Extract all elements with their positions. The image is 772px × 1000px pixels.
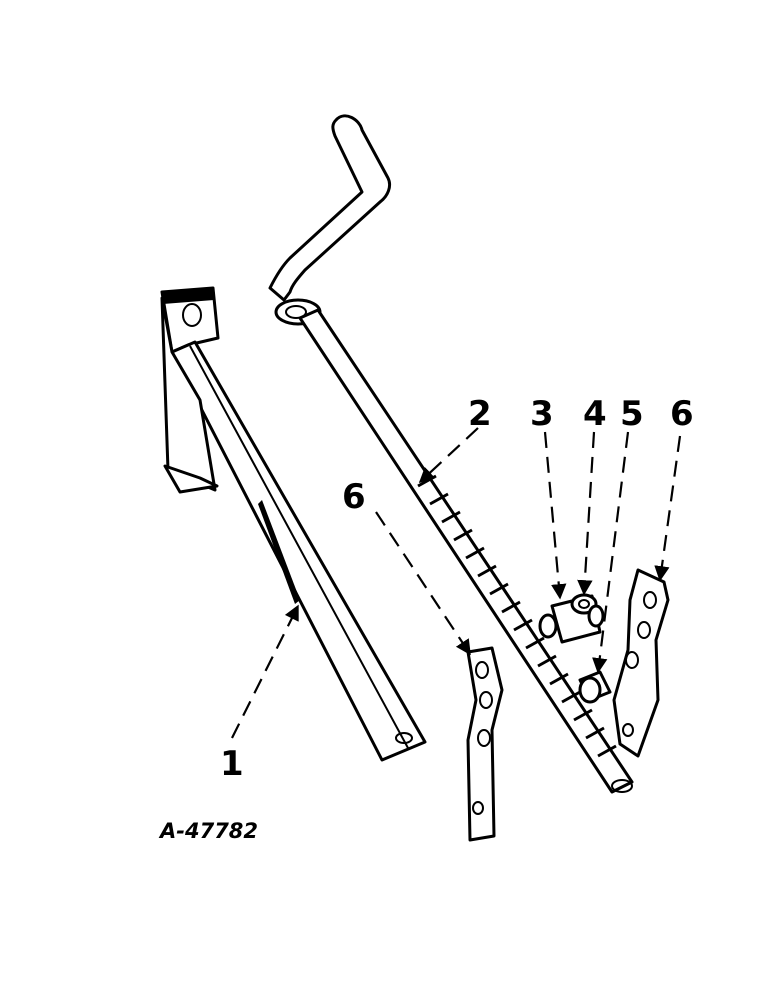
leader-part-3: [543, 431, 567, 600]
leader-part-2: [418, 427, 479, 484]
figure-id: A-47782: [158, 819, 258, 843]
crank-rod: [268, 114, 634, 794]
callout-part-2: 2: [468, 394, 492, 434]
leader-lines: [231, 427, 682, 739]
plate-left: [466, 646, 504, 842]
leader-part-1: [231, 604, 299, 739]
callout-part-6-right: 6: [670, 394, 694, 434]
swivel-block: [538, 593, 605, 644]
callout-part-1: 1: [220, 744, 244, 784]
callout-part-5: 5: [620, 394, 644, 434]
leader-part-6-right: [654, 435, 682, 582]
callout-part-6-left: 6: [342, 477, 366, 517]
collar: [578, 670, 612, 704]
callout-part-3: 3: [530, 394, 554, 434]
leader-part-6-left: [375, 511, 471, 656]
leader-part-4: [577, 431, 596, 596]
support-bracket: [160, 286, 427, 762]
callout-part-4: 4: [583, 394, 607, 434]
leader-part-5: [592, 431, 630, 674]
plate-right: [612, 568, 670, 758]
